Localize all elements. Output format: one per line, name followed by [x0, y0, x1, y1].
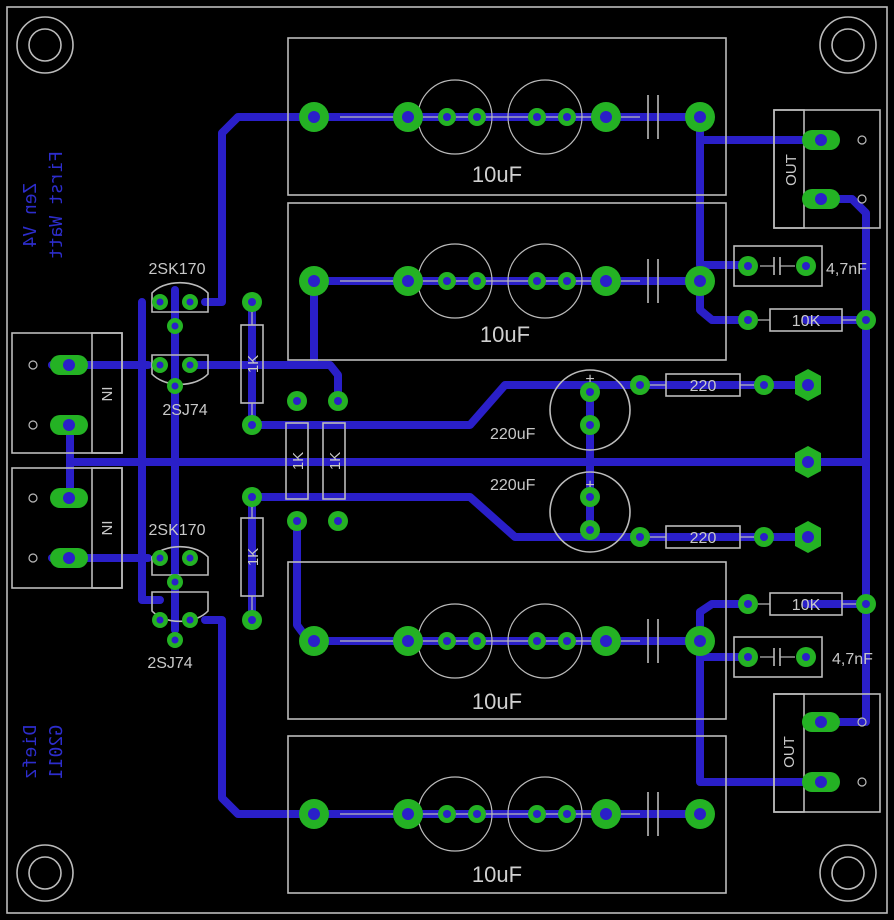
resistor-1k-top: 1K	[240, 310, 264, 418]
resistor-10k-top: 10K	[756, 308, 858, 332]
elko-top-plus: +	[585, 371, 594, 388]
pad-group-cap3	[299, 626, 715, 656]
input-connector-top: IN	[11, 332, 123, 454]
jfet-top-p-label: 2SJ74	[162, 402, 207, 419]
resistor-1k-mid-left: 1K	[285, 422, 309, 500]
jfet-bottom-p-label: 2SJ74	[147, 655, 192, 672]
elko-220uF-top-label: 220uF	[490, 426, 536, 443]
resistor-220-top-label: 220	[690, 378, 717, 395]
cap-4n7-bottom-label: 4,7nF	[832, 651, 873, 668]
pad-group-right-passives	[738, 256, 876, 667]
cap-10uF-3-label: 10uF	[472, 689, 522, 714]
cap-10uF-4-label: 10uF	[472, 862, 522, 887]
pad-group-1k	[242, 292, 348, 630]
pad-group-cap2	[299, 266, 715, 296]
resistor-220-bottom: 220	[648, 525, 760, 549]
mounting-hole-top-right	[819, 16, 877, 74]
resistor-1k-mid-right-label: 1K	[327, 452, 344, 470]
board-author-line2: G2011	[46, 725, 67, 779]
board-author-line1: Diefz	[20, 725, 41, 779]
cap-4n7-top: 4,7nF	[733, 245, 867, 287]
resistor-1k-mid-left-label: 1K	[290, 452, 307, 470]
board-title-line1: First Watt	[46, 151, 67, 259]
cap-10uF-2-label: 10uF	[480, 322, 530, 347]
board-outline	[6, 6, 888, 914]
input-label-top: IN	[98, 387, 115, 402]
output-label-bottom: OUT	[781, 736, 798, 768]
board-author-mirrored: G2011 Diefz	[20, 725, 67, 779]
input-label-bottom: IN	[98, 521, 115, 536]
cap-10uF-4: 10uF	[287, 735, 727, 894]
elko-220uF-bottom-label: 220uF	[490, 477, 536, 494]
pad-group-jfets	[152, 294, 198, 648]
board-title-mirrored: First Watt Zen V4	[20, 151, 67, 259]
pads	[50, 102, 876, 829]
output-label-top: OUT	[783, 154, 800, 186]
resistor-220-bottom-label: 220	[690, 530, 717, 547]
resistor-10k-bottom: 10K	[756, 592, 858, 616]
resistor-1k-bottom-label: 1K	[245, 548, 262, 566]
pad-group-inputs	[50, 355, 88, 568]
resistor-1k-top-label: 1K	[245, 355, 262, 373]
jfet-bottom-n-label: 2SK170	[149, 522, 206, 539]
mounting-hole-bottom-right	[819, 844, 877, 902]
board-title-line2: Zen V4	[20, 182, 41, 247]
output-connector-top: OUT	[773, 109, 881, 229]
pad-group-center	[580, 369, 821, 553]
jfet-2sk170-top: 2SK170	[149, 261, 209, 313]
resistor-10k-bottom-label: 10K	[792, 597, 821, 614]
cap-4n7-top-label: 4,7nF	[826, 261, 867, 278]
resistor-10k-top-label: 10K	[792, 313, 821, 330]
resistor-220-top: 220	[648, 373, 760, 397]
input-connector-bottom: IN	[11, 467, 123, 589]
mounting-hole-top-left	[16, 16, 74, 74]
jfet-2sj74-top: 2SJ74	[151, 354, 209, 419]
resistor-1k-bottom: 1K	[240, 504, 264, 612]
resistor-1k-mid-right: 1K	[322, 422, 346, 500]
pad-group-cap4	[299, 799, 715, 829]
copper-traces	[48, 113, 870, 818]
elko-bottom-plus: +	[585, 477, 594, 494]
cap-10uF-1: 10uF	[287, 37, 727, 196]
mounting-hole-bottom-left	[16, 844, 74, 902]
pad-group-cap1	[299, 102, 715, 132]
pad-group-outputs	[802, 130, 840, 792]
cap-4n7-bottom: 4,7nF	[733, 636, 873, 678]
elko-220uF-bottom: + 220uF	[490, 471, 631, 553]
output-connector-bottom: OUT	[773, 693, 881, 813]
cap-10uF-1-label: 10uF	[472, 162, 522, 187]
jfet-top-n-label: 2SK170	[149, 261, 206, 278]
elko-220uF-top: + 220uF	[490, 369, 631, 451]
